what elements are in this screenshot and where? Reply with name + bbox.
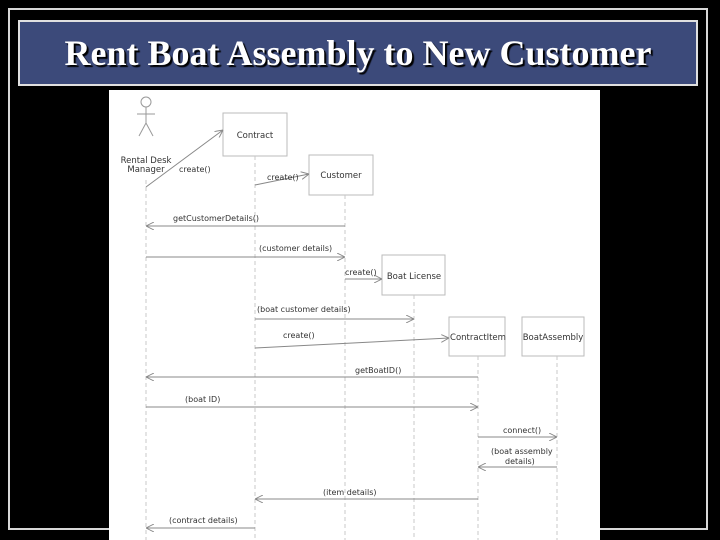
message-label-connect: connect() [503, 426, 541, 435]
title-bar: Rent Boat Assembly to New Customer [18, 20, 698, 86]
message-label-item-details: (item details) [323, 488, 377, 497]
message-label-create-contract-item: create() [283, 331, 315, 340]
message-arrow-create-contract [145, 130, 223, 188]
object-label-customer: Customer [320, 171, 362, 181]
actor-name-line2: Manager [127, 165, 165, 175]
sequence-diagram: Rental Desk Manager Contract Customer Bo… [109, 90, 600, 540]
object-box-boat-assembly [521, 316, 585, 357]
message-arrow-create-customer [254, 174, 309, 186]
message-label-get-boat-id: getBoatID() [355, 366, 401, 375]
message-label-create-customer: create() [267, 173, 299, 182]
message-label-boat-assembly-details-line2: details) [505, 457, 535, 466]
message-label-boat-id: (boat ID) [185, 395, 220, 404]
actor-stick-figure-icon [137, 96, 155, 137]
message-arrow-create-contract-item [254, 338, 449, 349]
message-label-boat-assembly-details-line1: (boat assembly [491, 447, 553, 456]
message-label-create-boat-license: create() [345, 268, 377, 277]
object-label-boat-license: Boat License [387, 272, 441, 282]
message-label-get-customer-details: getCustomerDetails() [173, 214, 259, 223]
object-label-contract-item: ContractItem [450, 333, 506, 343]
message-label-boat-customer-details: (boat customer details) [257, 305, 351, 314]
message-label-contract-details: (contract details) [169, 516, 238, 525]
object-box-contract-item [448, 316, 506, 357]
actor-name-line1: Rental Desk [121, 156, 172, 166]
object-label-boat-assembly: BoatAssembly [523, 333, 584, 343]
slide-title: Rent Boat Assembly to New Customer [64, 33, 652, 73]
object-box-contract [222, 112, 288, 157]
message-label-customer-details: (customer details) [259, 244, 332, 253]
object-label-contract: Contract [237, 131, 274, 141]
message-label-create-contract: create() [179, 165, 211, 174]
